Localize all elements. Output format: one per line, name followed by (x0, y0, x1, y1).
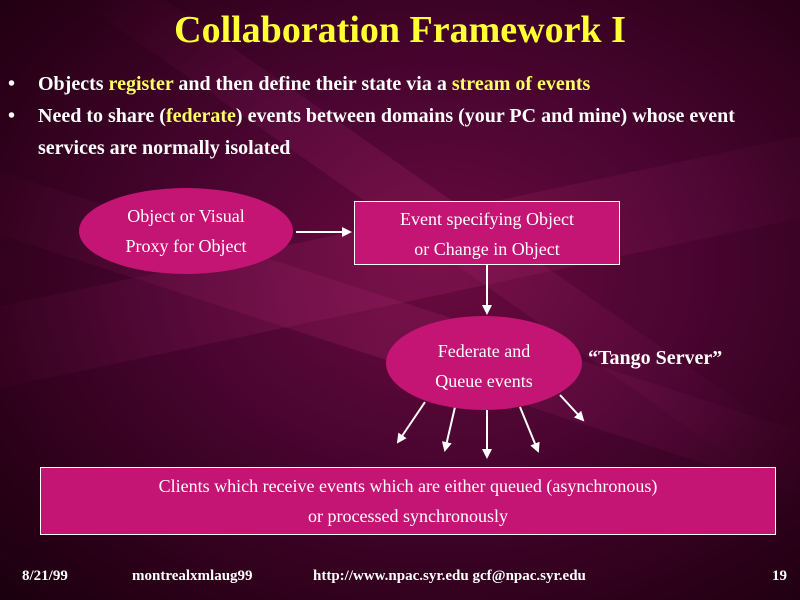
federate-ellipse: Federate and Queue events (386, 316, 582, 410)
arrow-to-client (396, 401, 426, 444)
clients-line1: Clients which receive events which are e… (158, 476, 658, 496)
bullet-list: • Objects register and then define their… (8, 68, 793, 164)
bullet-dot: • (8, 73, 16, 95)
event-box: Event specifying Object or Change in Obj… (354, 201, 620, 265)
federate-line1: Federate and (437, 341, 531, 361)
bullet-item: • Need to share (federate) events betwee… (8, 100, 793, 164)
bullet-text: Objects (38, 73, 109, 95)
bullet-item: • Objects register and then define their… (8, 68, 793, 100)
highlight-text: register (108, 73, 174, 95)
object-proxy-line1: Object or Visual (127, 206, 245, 226)
clients-box: Clients which receive events which are e… (40, 467, 776, 535)
arrow-to-client (519, 406, 540, 453)
event-box-line1: Event specifying Object (400, 209, 574, 229)
clients-line2: or processed synchronously (308, 506, 508, 526)
highlight-text: stream of events (451, 73, 591, 95)
object-proxy-ellipse: Object or Visual Proxy for Object (79, 188, 293, 274)
highlight-text: federate (165, 105, 236, 127)
tango-server-label: “Tango Server” (588, 347, 723, 369)
event-box-line2: or Change in Object (414, 239, 560, 259)
arrow-to-client (559, 394, 585, 422)
object-proxy-line2: Proxy for Object (125, 236, 247, 256)
slide-title: Collaboration Framework I (174, 9, 626, 51)
footer-talk-id: montrealxmlaug99 (132, 568, 253, 584)
page-number: 19 (772, 568, 787, 584)
footer-links: http://www.npac.syr.edu gcf@npac.syr.edu (313, 568, 586, 584)
footer-date: 8/21/99 (22, 568, 68, 584)
arrow-to-client (441, 406, 456, 452)
bullet-text: Need to share ( (38, 105, 166, 127)
bullet-text: and then define their state via a (173, 73, 452, 95)
federate-line2: Queue events (435, 371, 533, 391)
bullet-text: ) events between domains (your PC and mi… (38, 105, 735, 159)
bullet-dot: • (8, 105, 16, 127)
